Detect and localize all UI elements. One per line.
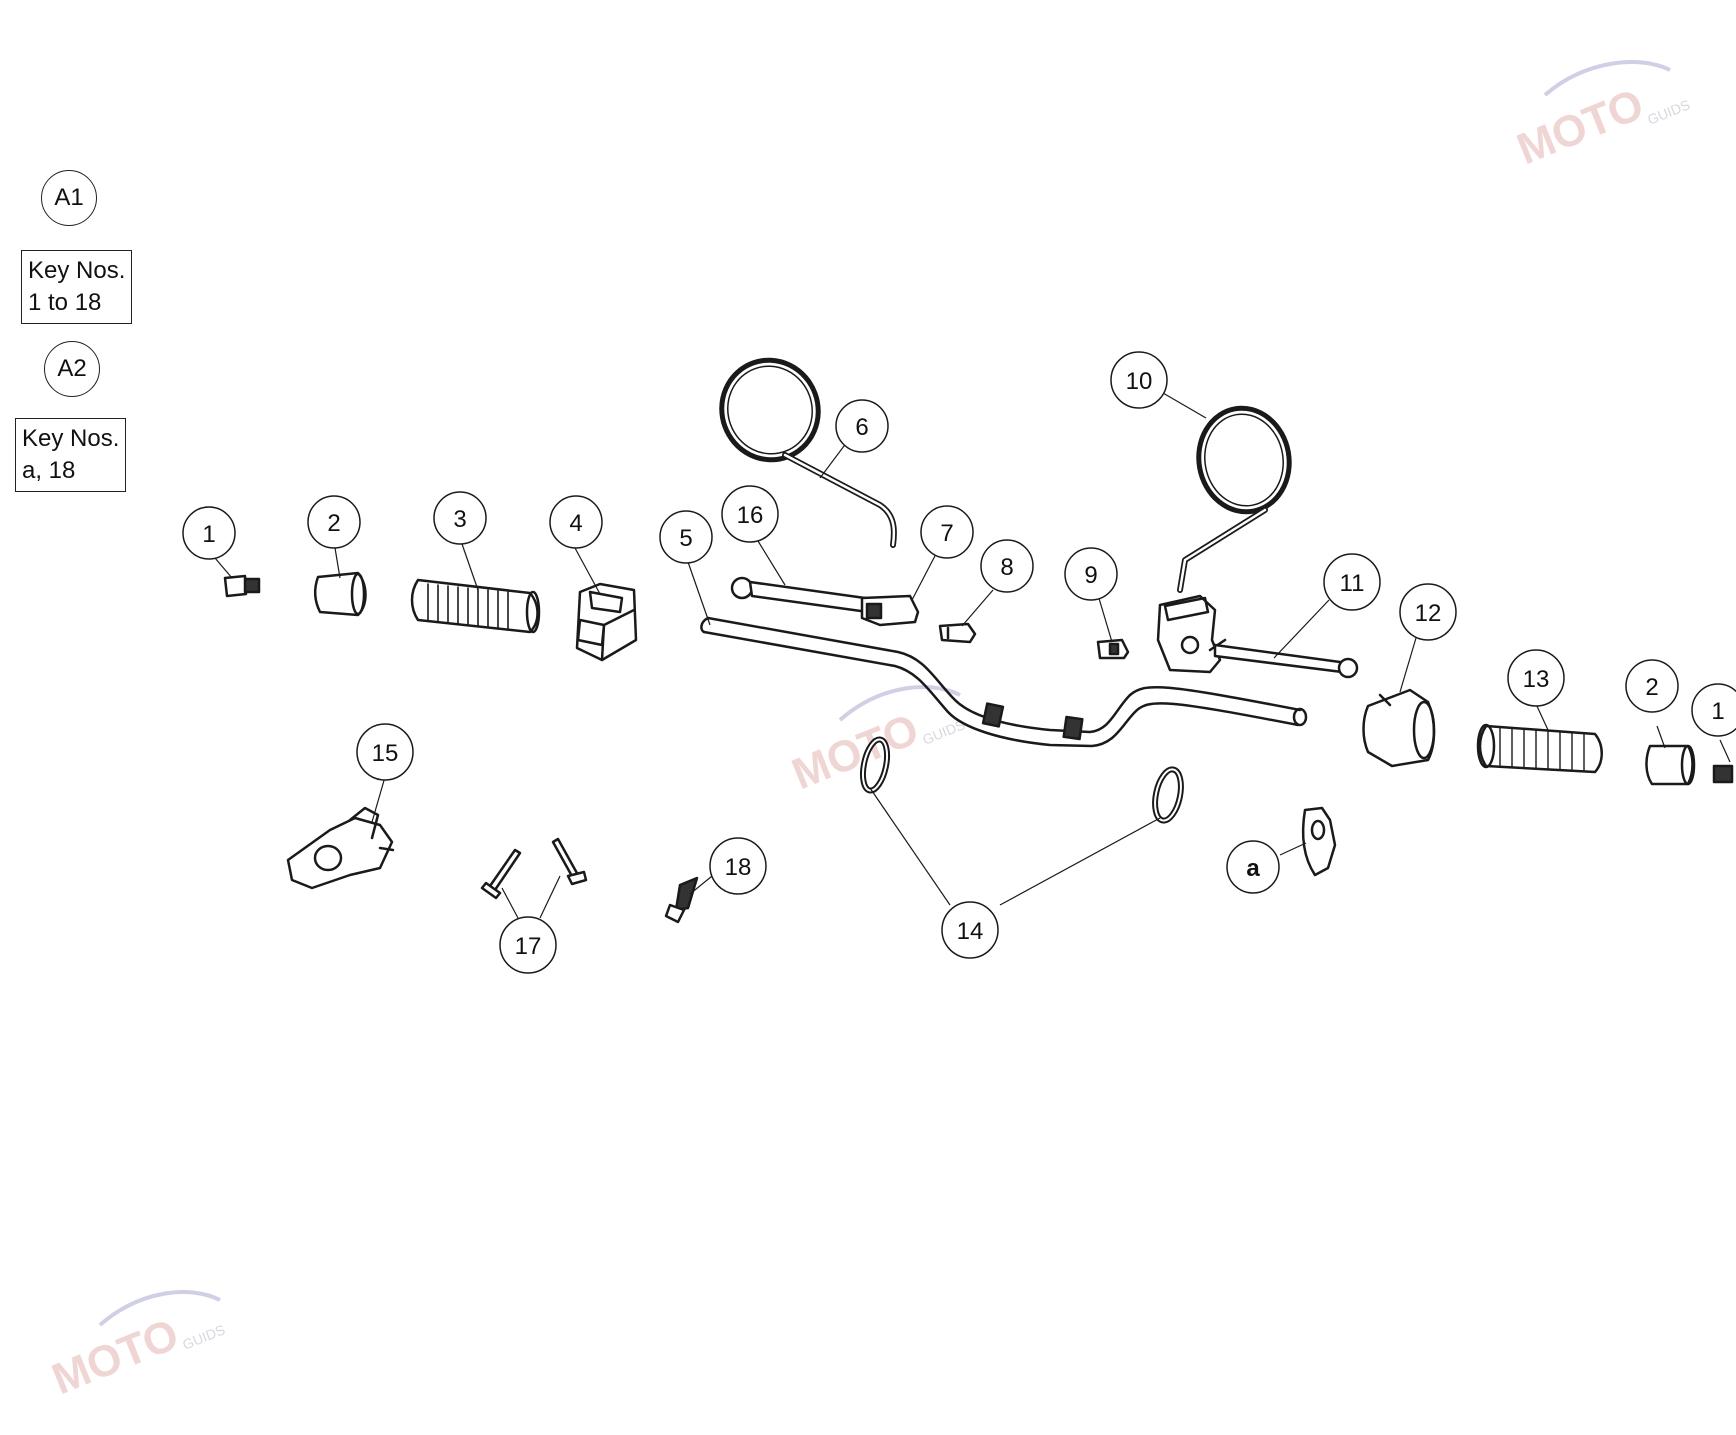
group-code-a2: A2 <box>44 341 100 397</box>
bar-end-plug-left <box>223 574 261 598</box>
brake-master-cylinder <box>1156 594 1227 674</box>
callout-17-label: 17 <box>515 933 542 960</box>
key-range-a1-line2: 1 to 18 <box>28 289 102 316</box>
callout-11-label: 11 <box>1340 570 1365 597</box>
callout-18-label: 18 <box>725 854 752 881</box>
lever-bracket-left <box>860 594 920 627</box>
leader-lines <box>214 392 1731 919</box>
callout-2-right-label: 2 <box>1645 674 1658 701</box>
watermark-sub-top: GUIDS <box>1645 96 1692 127</box>
callout-14-label: 14 <box>957 918 984 945</box>
callout-1-right: 1 <box>1691 683 1736 737</box>
callout-9: 9 <box>1064 547 1118 601</box>
clamp-bolt-right <box>551 837 588 886</box>
key-range-a1-line1: Key Nos. <box>28 257 126 284</box>
callout-8: 8 <box>980 539 1034 593</box>
callout-2-right: 2 <box>1625 659 1679 713</box>
callout-1-right-label: 1 <box>1711 698 1724 725</box>
clamp-ring-left <box>859 736 891 794</box>
callout-5-label: 5 <box>679 525 692 552</box>
callout-11: 11 <box>1323 553 1381 611</box>
callout-17: 17 <box>499 916 557 974</box>
callout-3: 3 <box>433 491 487 545</box>
grip-left <box>410 578 541 634</box>
handlebar-tube <box>700 616 1308 748</box>
callout-4-label: 4 <box>569 510 582 537</box>
group-code-a1: A1 <box>41 170 97 226</box>
callout-9-label: 9 <box>1084 562 1097 589</box>
callout-1-left: 1 <box>182 506 236 560</box>
switch-housing-right <box>1362 688 1436 768</box>
bar-end-weight-right <box>1645 744 1696 786</box>
callout-7: 7 <box>920 505 974 559</box>
callout-1-left-label: 1 <box>202 521 215 548</box>
callout-8-label: 8 <box>1000 554 1013 581</box>
watermark-brand-bottom: MOTO <box>45 1310 185 1405</box>
watermark-top-right: MOTO GUIDS <box>1510 60 1692 175</box>
callout-12-label: 12 <box>1415 600 1442 627</box>
mounting-bolt <box>664 876 699 924</box>
callout-13-label: 13 <box>1523 666 1550 693</box>
callout-a: a <box>1226 840 1280 894</box>
key-range-a2-line1: Key Nos. <box>22 425 120 452</box>
callout-18: 18 <box>709 837 767 895</box>
callout-3-label: 3 <box>453 506 466 533</box>
callout-a-label: a <box>1246 855 1260 882</box>
handlebar-clamp-base <box>286 806 395 890</box>
clamp-bolt-left <box>480 848 522 900</box>
watermark-brand-top: MOTO <box>1510 80 1650 175</box>
callout-4: 4 <box>549 495 603 549</box>
callout-12: 12 <box>1399 583 1457 641</box>
watermark-brand-center: MOTO <box>785 705 925 800</box>
callout-13: 13 <box>1507 649 1565 707</box>
callout-6-label: 6 <box>855 414 868 441</box>
mirror-left <box>719 357 897 548</box>
brake-lever <box>1213 643 1359 679</box>
callout-2-left-label: 2 <box>327 510 340 537</box>
watermark-bottom-left: MOTO GUIDS <box>45 1290 227 1405</box>
callout-7-label: 7 <box>940 520 953 547</box>
watermark-sub-bottom: GUIDS <box>180 1321 227 1352</box>
key-range-box-a1: Key Nos. 1 to 18 <box>21 250 133 324</box>
grip-right <box>1476 723 1603 774</box>
switch-housing-left <box>575 582 638 662</box>
callout-16-label: 16 <box>737 502 764 529</box>
callout-10-label: 10 <box>1126 368 1153 395</box>
callout-14: 14 <box>941 901 999 959</box>
clamp-ring-right <box>1152 766 1184 824</box>
callout-16: 16 <box>721 485 779 543</box>
callout-15-label: 15 <box>372 740 399 767</box>
small-clip <box>938 622 977 644</box>
bar-end-weight-left <box>314 571 367 617</box>
key-range-a2-line2: a, 18 <box>22 457 76 484</box>
callout-5: 5 <box>659 510 713 564</box>
callout-2-left: 2 <box>307 495 361 549</box>
stop-light-switch <box>1096 638 1130 660</box>
mirror-right <box>1177 405 1292 593</box>
clutch-lever <box>730 576 870 614</box>
callout-6: 6 <box>835 399 889 453</box>
key-range-box-a2: Key Nos. a, 18 <box>15 418 127 492</box>
handlebar-clamp-top <box>1301 806 1337 877</box>
bar-end-plug-right <box>1712 764 1734 784</box>
callout-10: 10 <box>1110 351 1168 409</box>
callout-15: 15 <box>356 723 414 781</box>
